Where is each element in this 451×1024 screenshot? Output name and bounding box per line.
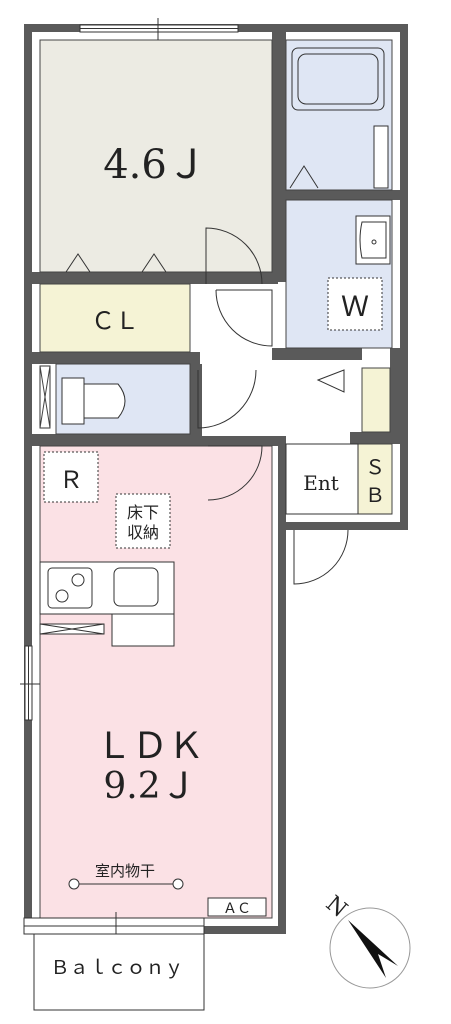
toilet xyxy=(39,365,126,429)
closet-door-marks xyxy=(65,253,167,273)
entrance-floor xyxy=(285,443,359,515)
compass: N xyxy=(321,891,411,989)
bathtub xyxy=(291,47,385,111)
balcony-label: Ｂａｌｃｏｎｙ xyxy=(50,957,183,979)
closet-label: ＣＬ xyxy=(91,307,139,335)
fridge-space xyxy=(43,451,99,503)
aircon-box xyxy=(207,897,267,917)
drying-rail xyxy=(68,878,184,890)
storage-fill xyxy=(361,367,391,433)
ldk-label-2: 9.2Ｊ xyxy=(103,766,196,807)
underfloor-storage xyxy=(115,493,171,549)
entrance-label: Ent xyxy=(303,471,339,495)
aircon-label: ＡＣ xyxy=(223,901,251,917)
drying-label: 室内物干 xyxy=(95,862,155,880)
washer-space xyxy=(327,277,383,331)
underfloor-label-1: 床下 xyxy=(127,503,159,522)
bath-door-mark xyxy=(289,165,319,189)
shoebox-label-2: Ｂ xyxy=(365,483,385,507)
fridge-label: Ｒ xyxy=(59,466,83,494)
shoebox-label-1: Ｓ xyxy=(365,455,385,479)
doors xyxy=(197,227,349,585)
western-room-label: 4.6Ｊ xyxy=(103,142,207,188)
walls xyxy=(24,24,408,934)
ldk-label-1: ＬＤＫ xyxy=(96,726,204,767)
top-window xyxy=(79,18,239,40)
balcony xyxy=(23,912,205,1011)
kitchen-counter xyxy=(39,561,175,647)
washroom-label: Ｗ xyxy=(341,290,369,323)
washbasin xyxy=(355,215,391,265)
underfloor-label-2: 収納 xyxy=(127,523,159,542)
closet-fill xyxy=(39,283,191,353)
western-room-fill xyxy=(39,39,273,273)
bath-counter xyxy=(373,125,389,189)
ldk-window xyxy=(20,645,40,721)
